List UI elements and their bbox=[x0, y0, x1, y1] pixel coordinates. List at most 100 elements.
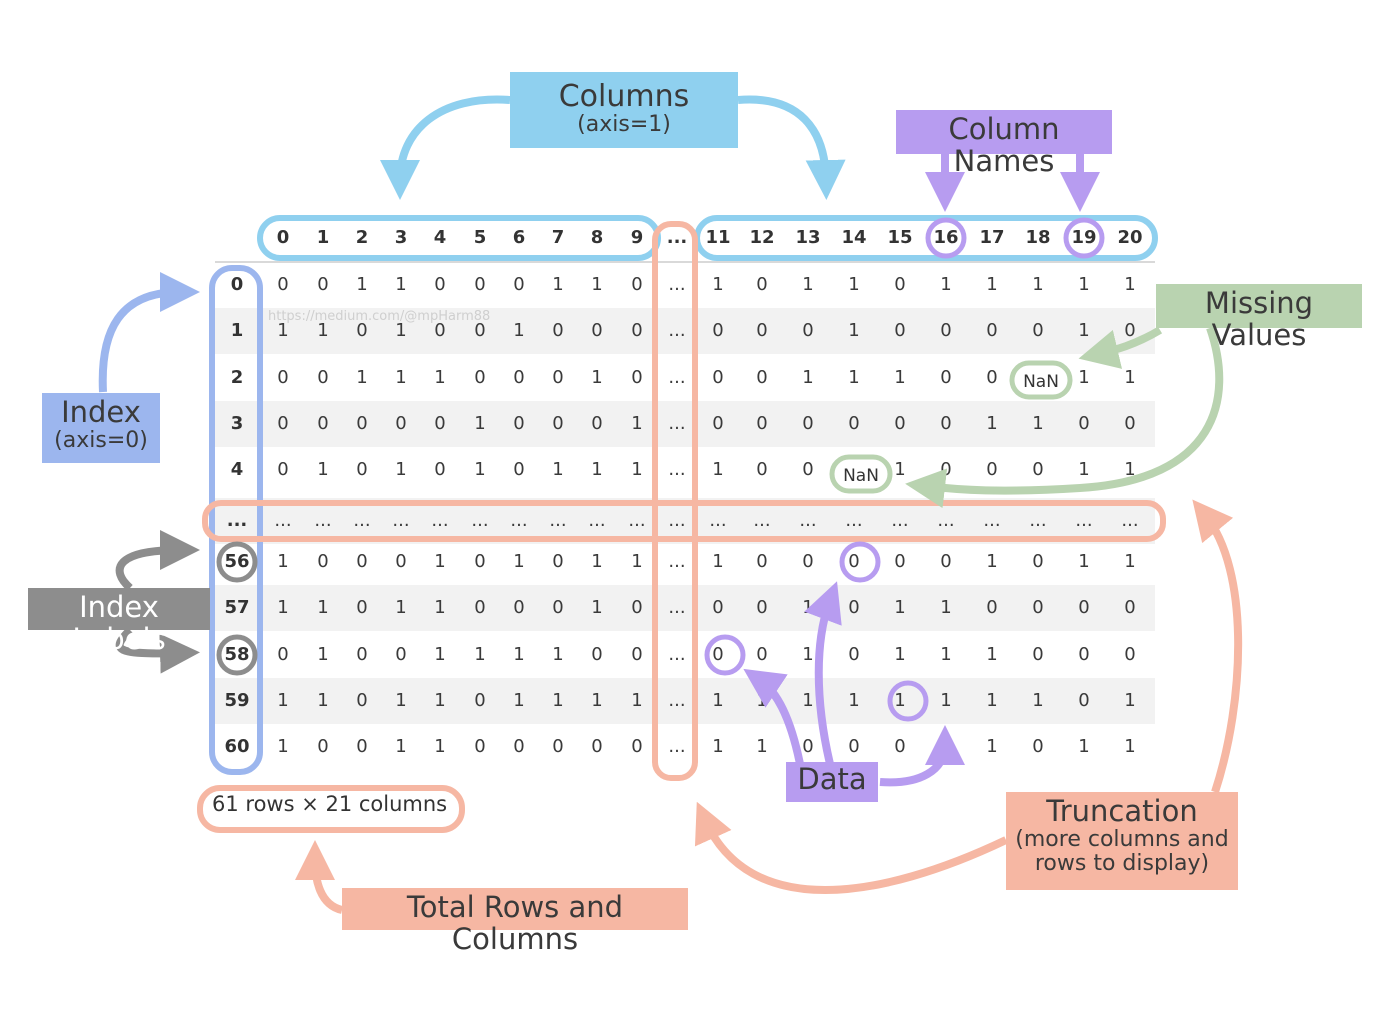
table-cell: 1 bbox=[802, 644, 813, 665]
table-cell: 1 bbox=[940, 690, 951, 711]
table-cell: 0 bbox=[1078, 413, 1089, 434]
table-cell: 1 bbox=[591, 551, 602, 572]
index-label-cell: 57 bbox=[224, 597, 249, 618]
table-cell: 1 bbox=[802, 274, 813, 295]
column-header: 17 bbox=[979, 227, 1004, 248]
table-cell: 0 bbox=[1032, 644, 1043, 665]
table-cell: 0 bbox=[474, 367, 485, 388]
row-stripe bbox=[215, 401, 1155, 447]
table-cell: 0 bbox=[277, 274, 288, 295]
table-cell: 1 bbox=[552, 274, 563, 295]
table-cell: ... bbox=[549, 510, 566, 531]
missing-arrow-row4 bbox=[905, 326, 1224, 509]
table-cell: 1 bbox=[1032, 274, 1043, 295]
table-cell: 1 bbox=[1124, 551, 1135, 572]
table-cell: 0 bbox=[802, 736, 813, 757]
data-label: Data bbox=[786, 762, 878, 802]
table-cell: 1 bbox=[1124, 459, 1135, 480]
table-cell: 0 bbox=[356, 597, 367, 618]
nan-value-row4: NaN bbox=[843, 466, 879, 486]
table-cell: 0 bbox=[802, 551, 813, 572]
column-header: 4 bbox=[434, 227, 447, 248]
table-cell: 0 bbox=[756, 551, 767, 572]
table-cell: 1 bbox=[513, 690, 524, 711]
table-cell: ... bbox=[471, 510, 488, 531]
table-cell: 1 bbox=[848, 274, 859, 295]
table-cell: ... bbox=[1029, 510, 1046, 531]
row-stripe bbox=[215, 308, 1155, 354]
table-cell: 0 bbox=[756, 644, 767, 665]
column-header: 5 bbox=[474, 227, 487, 248]
table-cell: ... bbox=[668, 274, 685, 295]
table-cell: 1 bbox=[395, 736, 406, 757]
table-cell: 0 bbox=[848, 736, 859, 757]
table-cell: ... bbox=[668, 736, 685, 757]
columns-arrow-right bbox=[737, 95, 846, 200]
table-cell: 1 bbox=[513, 644, 524, 665]
index-label-58-circle bbox=[216, 634, 258, 676]
index-label-sub: (axis=0) bbox=[54, 427, 148, 453]
colname-16-circle bbox=[925, 217, 967, 259]
table-cell: ... bbox=[1121, 510, 1138, 531]
table-cell: 1 bbox=[277, 690, 288, 711]
table-cell: 1 bbox=[802, 597, 813, 618]
table-cell: 0 bbox=[631, 597, 642, 618]
table-cell: 0 bbox=[894, 736, 905, 757]
table-cell: 0 bbox=[591, 320, 602, 341]
table-cell: 0 bbox=[712, 597, 723, 618]
table-cell: 0 bbox=[848, 551, 859, 572]
table-cell: 0 bbox=[277, 459, 288, 480]
table-cell: 0 bbox=[513, 413, 524, 434]
index-outline bbox=[209, 265, 263, 775]
table-cell: 0 bbox=[434, 413, 445, 434]
table-cell: 0 bbox=[356, 690, 367, 711]
table-cell: 0 bbox=[552, 736, 563, 757]
table-cell: ... bbox=[431, 510, 448, 531]
table-cell: 1 bbox=[356, 367, 367, 388]
truncation-label: Truncation (more columns and rows to dis… bbox=[1006, 792, 1238, 890]
table-cell: 0 bbox=[756, 597, 767, 618]
table-cell: 0 bbox=[848, 413, 859, 434]
table-cell: 1 bbox=[1078, 274, 1089, 295]
table-cell: 1 bbox=[712, 551, 723, 572]
table-cell: 0 bbox=[356, 551, 367, 572]
nan-pill-row2 bbox=[1009, 360, 1073, 400]
table-cell: 1 bbox=[277, 736, 288, 757]
column-header: 7 bbox=[552, 227, 565, 248]
index-label-cell: 0 bbox=[231, 274, 244, 295]
table-cell: 1 bbox=[591, 597, 602, 618]
table-cell: 0 bbox=[712, 320, 723, 341]
index-label-cell: ... bbox=[227, 510, 248, 531]
table-cell: 1 bbox=[802, 367, 813, 388]
columns-label-sub: (axis=1) bbox=[577, 112, 671, 137]
truncation-label-title: Truncation bbox=[1046, 794, 1198, 828]
table-cell: 1 bbox=[631, 551, 642, 572]
table-cell: 0 bbox=[756, 459, 767, 480]
row-stripes bbox=[215, 308, 1155, 724]
table-cell: 1 bbox=[395, 320, 406, 341]
table-cell: 0 bbox=[848, 644, 859, 665]
table-cell: 1 bbox=[986, 274, 997, 295]
table-cell: 0 bbox=[712, 367, 723, 388]
table-cell: 1 bbox=[395, 690, 406, 711]
table-cell: 0 bbox=[802, 413, 813, 434]
columns-label-title: Columns bbox=[558, 79, 690, 114]
table-cell: 1 bbox=[848, 690, 859, 711]
table-cell: 0 bbox=[894, 551, 905, 572]
table-cell: 1 bbox=[1078, 367, 1089, 388]
table-cell: ... bbox=[628, 510, 645, 531]
watermark: https://medium.com/@mpHarm88 bbox=[268, 309, 490, 324]
table-cell: 0 bbox=[474, 597, 485, 618]
table-cell: 1 bbox=[395, 274, 406, 295]
table-cell: 0 bbox=[513, 597, 524, 618]
table-cell: 0 bbox=[552, 597, 563, 618]
data-arrow-b bbox=[743, 668, 804, 765]
table-cell: ... bbox=[588, 510, 605, 531]
table-cell: 0 bbox=[986, 597, 997, 618]
table-cell: 0 bbox=[395, 644, 406, 665]
column-header: 0 bbox=[277, 227, 290, 248]
index-label-cell: 4 bbox=[231, 459, 244, 480]
table-cell: ... bbox=[983, 510, 1000, 531]
table-cell: 1 bbox=[712, 274, 723, 295]
